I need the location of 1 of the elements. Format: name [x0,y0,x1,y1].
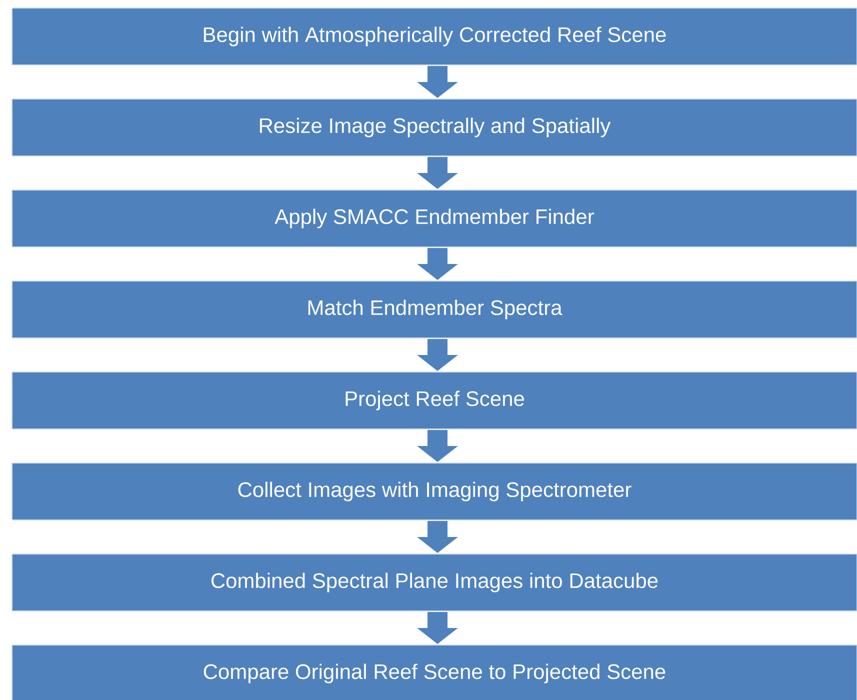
process-box: Begin with Atmospherically Corrected Reef Scene [12,8,857,66]
